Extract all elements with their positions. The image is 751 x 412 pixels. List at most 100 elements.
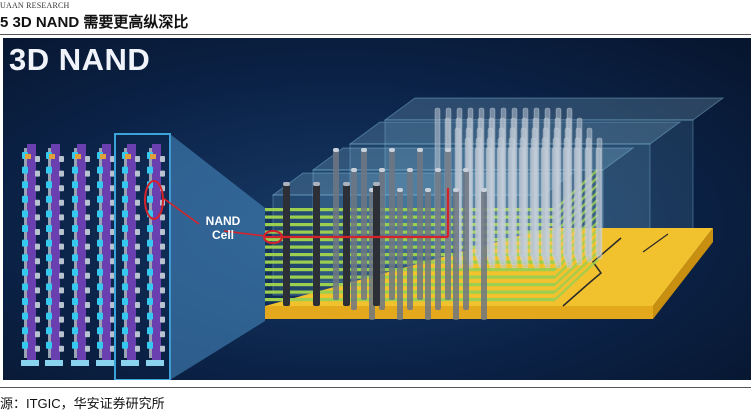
nand-gate-contact: [160, 272, 165, 279]
nand-gate-contact: [85, 287, 90, 294]
nand-gate-contact: [110, 258, 115, 265]
pillar-cap: [379, 168, 385, 172]
vertical-channel-pillar: [562, 147, 569, 257]
nand-memory-cell: [22, 341, 28, 349]
nand-gate-contact: [110, 214, 115, 221]
nand-gate-contact: [160, 345, 165, 352]
nand-gate-contact: [85, 272, 90, 279]
nand-memory-cell: [22, 268, 28, 276]
nand-memory-cell: [147, 195, 153, 203]
nand-gate-contact: [160, 243, 165, 250]
nand-string-base: [21, 360, 39, 366]
nand-memory-cell: [147, 327, 153, 335]
nand-select-gate: [49, 154, 55, 159]
nand-gate-contact: [85, 156, 90, 162]
nand-memory-cell: [72, 298, 78, 305]
nand-memory-cell: [122, 195, 128, 203]
nand-memory-cell: [122, 312, 128, 320]
nand-memory-cell: [122, 283, 128, 291]
nand-memory-cell: [147, 239, 153, 247]
nand-gate-contact: [135, 258, 140, 265]
nand-gate-contact: [85, 258, 90, 265]
nand-gate-contact: [135, 199, 140, 206]
nand-gate-contact: [110, 229, 115, 235]
nand-memory-cell: [22, 283, 28, 291]
nand-string-rail: [74, 148, 77, 358]
nand-gate-contact: [110, 316, 115, 323]
nand-memory-cell: [122, 341, 128, 349]
nand-memory-cell: [97, 239, 103, 247]
nand-gate-contact: [160, 229, 165, 235]
vertical-channel-pillar: [379, 170, 385, 310]
vertical-channel-pillar: [351, 170, 357, 310]
nand-select-gate: [100, 154, 106, 159]
nand-gate-contact: [85, 185, 90, 192]
nand-gate-contact: [160, 170, 165, 177]
nand-memory-cell: [97, 181, 103, 189]
nand-gate-contact: [85, 316, 90, 323]
nand-gate-contact: [59, 156, 64, 162]
vertical-channel-pillar: [551, 147, 558, 257]
nand-string-column: [77, 144, 86, 360]
nand-memory-cell: [97, 327, 103, 335]
nand-memory-cell: [22, 181, 28, 189]
vertical-channel-pillar: [333, 150, 339, 300]
vertical-channel-pillar: [518, 147, 525, 257]
nand-string-rail: [149, 148, 152, 358]
nand-gate-contact: [85, 170, 90, 177]
nand-cell-label-line2: Cell: [211, 228, 234, 242]
pillar-cap: [435, 168, 441, 172]
top-divider: [0, 34, 751, 35]
nand-memory-cell: [22, 195, 28, 203]
nand-string-base: [71, 360, 89, 366]
nand-gate-contact: [110, 302, 115, 308]
nand-gate-contact: [35, 199, 40, 206]
pillar-cap: [333, 148, 339, 152]
nand-memory-cell: [97, 254, 103, 262]
pillar-cap: [313, 182, 320, 186]
nand-memory-cell: [147, 268, 153, 276]
nand-gate-contact: [35, 156, 40, 162]
nand-select-gate: [150, 154, 156, 159]
nand-gate-contact: [85, 214, 90, 221]
nand-memory-cell: [122, 254, 128, 262]
nand-cell-highlight-2d: [144, 180, 164, 220]
pillar-cap: [351, 168, 357, 172]
front-channel-pillar: [313, 184, 320, 306]
vertical-channel-pillar: [584, 147, 591, 257]
nand-gate-contact: [135, 214, 140, 221]
nand-gate-contact: [135, 185, 140, 192]
nand-string-column: [27, 144, 36, 360]
front-channel-pillar: [343, 184, 350, 306]
pillar-cap: [453, 188, 459, 192]
nand-gate-contact: [85, 331, 90, 338]
nand-gate-contact: [35, 170, 40, 177]
vertical-channel-pillar: [507, 147, 514, 257]
nand-memory-cell: [46, 341, 52, 349]
nand-gate-contact: [35, 185, 40, 192]
pillar-cap: [463, 168, 469, 172]
nand-string-rail: [124, 148, 127, 358]
nand-gate-contact: [160, 214, 165, 221]
nand-memory-cell: [72, 225, 78, 232]
nand-memory-cell: [72, 312, 78, 320]
substrate-crack: [562, 237, 622, 307]
pillar-cap: [343, 182, 350, 186]
nand-gate-contact: [110, 185, 115, 192]
nand-gate-contact: [110, 170, 115, 177]
nand-memory-cell: [46, 239, 52, 247]
nand-gate-contact: [35, 302, 40, 308]
nand-gate-contact: [110, 243, 115, 250]
front-channel-pillar: [373, 184, 380, 306]
nand-memory-cell: [46, 210, 52, 218]
nand-gate-contact: [59, 345, 64, 352]
nand-memory-cell: [22, 298, 28, 305]
nand-memory-cell: [46, 298, 52, 305]
nand-gate-contact: [160, 316, 165, 323]
bottom-divider: [0, 387, 751, 388]
nand-cell-highlight-3d: [263, 230, 283, 244]
pillar-cap: [445, 148, 451, 152]
nand-string-base: [96, 360, 114, 366]
nand-memory-cell: [46, 225, 52, 232]
nand-gate-contact: [110, 156, 115, 162]
